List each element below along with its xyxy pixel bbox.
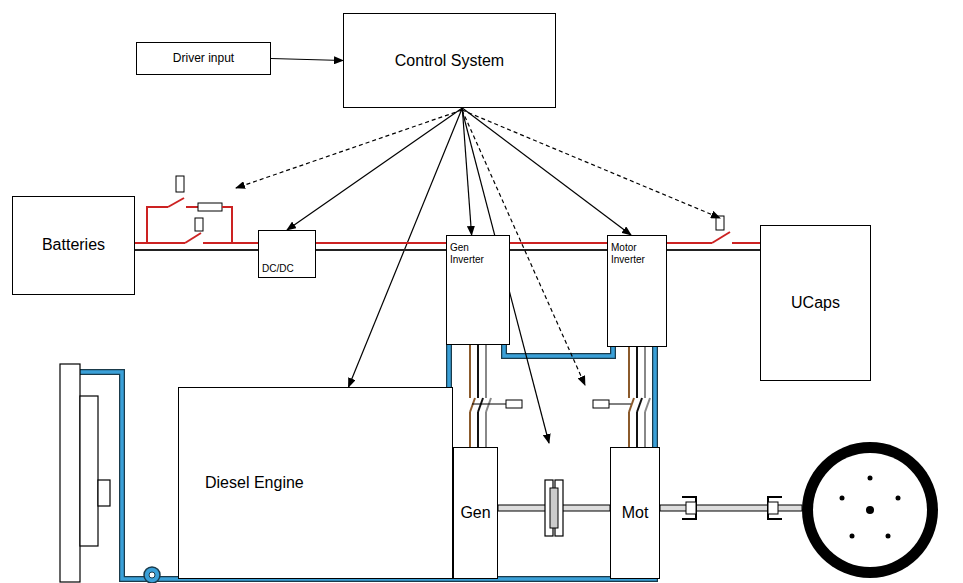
radiator	[60, 364, 110, 582]
control-box: Control System	[343, 13, 556, 108]
motor-box: Mot	[610, 447, 660, 579]
node-label: Mot	[622, 504, 649, 522]
inverter-box: Gen Inverter	[446, 235, 510, 345]
connector	[316, 243, 446, 250]
connector	[462, 108, 631, 235]
switch-linkage	[609, 404, 631, 405]
coolant-pump	[144, 567, 160, 583]
connector	[629, 347, 645, 447]
node-label: DC/DC	[262, 263, 294, 275]
switch-actuator	[593, 400, 609, 408]
input-box: Driver input	[136, 42, 271, 75]
phase-switch-blade	[645, 398, 650, 412]
pump-hub	[149, 572, 155, 578]
converter-box: DC/DC	[258, 230, 316, 278]
inverter-box: Motor Inverter	[607, 235, 667, 347]
connector	[510, 243, 607, 250]
battery-box: Batteries	[12, 196, 135, 295]
phase-switch-gap	[466, 398, 490, 412]
node-label: Diesel Engine	[205, 474, 304, 492]
phase-switch-blade	[470, 398, 475, 412]
node-label: Batteries	[42, 236, 105, 254]
switch-actuator	[506, 400, 522, 408]
engine-box: Diesel Engine	[178, 387, 453, 579]
generator-box: Gen	[453, 447, 498, 579]
phase-switch-blade	[637, 398, 642, 412]
connector	[470, 345, 486, 447]
node-label: UCaps	[791, 294, 840, 312]
connector	[498, 505, 610, 511]
ucap-switch	[712, 216, 732, 247]
node-label: Gen	[460, 504, 490, 522]
ultracapacitor-box: UCaps	[760, 225, 871, 381]
node-label: Gen Inverter	[450, 242, 496, 265]
coolant-pipes	[80, 345, 655, 579]
connector	[271, 59, 343, 61]
node-label: Motor Inverter	[611, 242, 657, 265]
precharge-switch	[147, 176, 232, 247]
clutch-plate	[545, 480, 553, 536]
node-label: Driver input	[173, 52, 234, 66]
connector	[287, 108, 462, 230]
clutch-disc	[550, 488, 558, 528]
wheel	[802, 442, 938, 578]
phase-switch-blade	[629, 398, 634, 412]
phase-switch-blade	[478, 398, 483, 412]
node-label: Control System	[395, 52, 504, 70]
switch-linkage	[472, 404, 506, 405]
drive-shaft	[660, 497, 802, 519]
phase-switch-gap	[625, 398, 649, 412]
phase-switch-blade	[486, 398, 491, 412]
clutch-plate	[555, 480, 563, 536]
